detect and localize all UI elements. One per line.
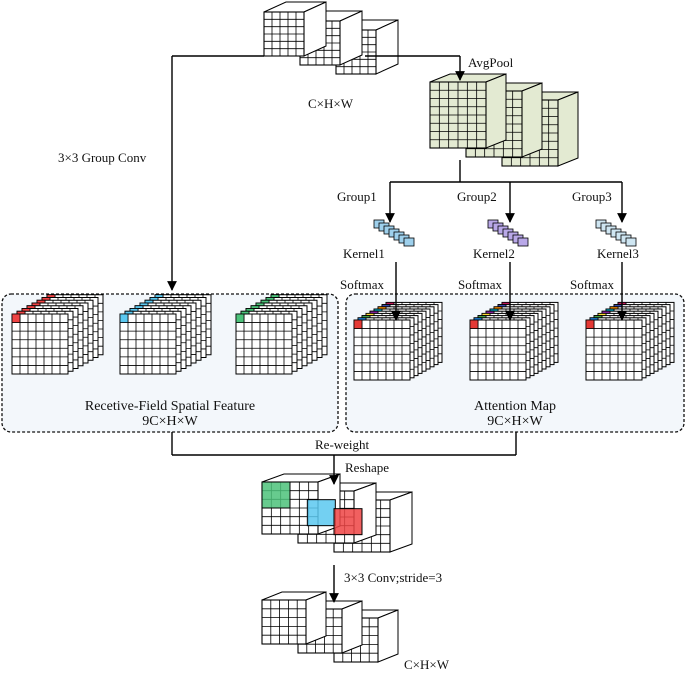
att-stack-1 (353, 301, 443, 381)
rf-stack-blue (119, 294, 212, 375)
att-dims-label: 9C×H×W (487, 414, 543, 429)
group1-label: Group1 (337, 189, 377, 204)
reshape-tensor (261, 473, 413, 553)
kernel2-label: Kernel2 (473, 246, 515, 261)
kernel3-label: Kernel3 (597, 246, 639, 261)
reshape-label: Reshape (345, 460, 389, 475)
tensor-cubes (11, 1, 675, 663)
avgpool-tensor (429, 73, 579, 167)
avgpool-label: AvgPool (468, 55, 514, 70)
input-tensor (263, 1, 399, 75)
softmax2-label: Softmax (458, 277, 503, 292)
output-dims-label: C×H×W (404, 657, 450, 672)
softmax1-label: Softmax (340, 277, 385, 292)
kernel1-label: Kernel1 (343, 246, 385, 261)
group3-label: Group3 (572, 189, 612, 204)
conv-stride-label: 3×3 Conv;stride=3 (344, 570, 442, 585)
group2-label: Group2 (457, 189, 497, 204)
reweight-label: Re-weight (315, 437, 370, 452)
group-conv-label: 3×3 Group Conv (58, 150, 147, 165)
connectors (167, 55, 627, 603)
input-dims-label: C×H×W (308, 96, 354, 111)
rf-title-label: Recetive-Field Spatial Feature (85, 399, 255, 414)
kernel3-block (595, 219, 637, 247)
kernel2-block (487, 219, 529, 247)
output-tensor (261, 591, 399, 663)
att-stack-2 (469, 301, 559, 381)
rf-stack-green (235, 294, 328, 375)
att-title-label: Attention Map (474, 399, 556, 414)
att-stack-3 (585, 301, 675, 381)
rf-stack-red (11, 294, 104, 375)
rf-dims-label: 9C×H×W (142, 414, 198, 429)
softmax3-label: Softmax (570, 277, 615, 292)
kernel1-block (373, 219, 415, 247)
